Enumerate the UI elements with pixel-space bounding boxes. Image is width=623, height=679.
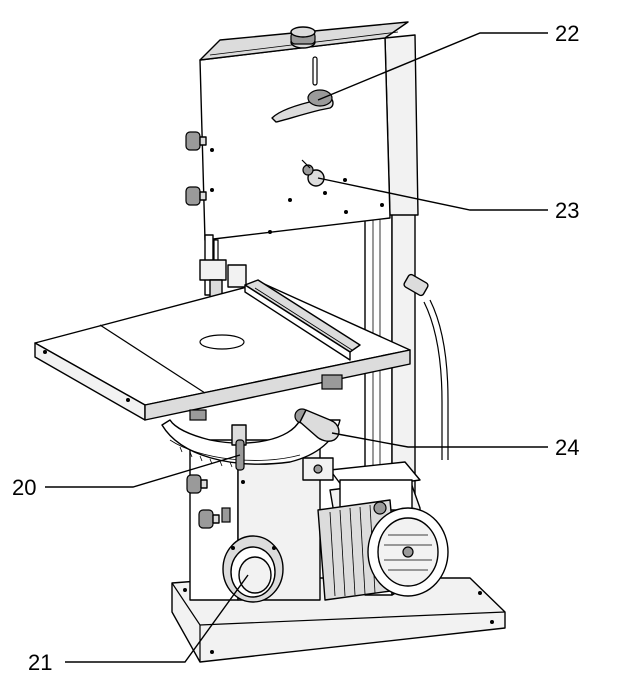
- power-cable: [403, 273, 449, 460]
- callout-23: 23: [555, 198, 579, 223]
- leader-lines: [45, 32, 548, 663]
- leader-20: [45, 454, 241, 488]
- leader-22: [317, 32, 548, 101]
- callout-labels: 22 23 24 20 21: [12, 21, 579, 675]
- callout-20: 20: [12, 475, 36, 500]
- callout-24: 24: [555, 435, 579, 460]
- blade-tension-knob: [290, 26, 316, 49]
- tilt-lock-lever: [231, 424, 247, 471]
- housing-knob-lower: [185, 186, 207, 206]
- rip-fence: [244, 279, 361, 361]
- upper-wheel-housing: [199, 21, 419, 241]
- cabinet-knob-upper: [186, 474, 208, 494]
- blade-guide-post: [199, 234, 247, 336]
- leader-24: [331, 432, 548, 448]
- work-table: [34, 282, 411, 421]
- cabinet-knob-lower: [198, 509, 220, 529]
- callout-22: 22: [555, 21, 579, 46]
- dust-extraction-port: [222, 535, 284, 603]
- housing-knob-upper: [185, 131, 207, 151]
- table-trunnion: [161, 374, 343, 468]
- quick-release-lever: [271, 89, 334, 123]
- switch-block: [302, 457, 334, 481]
- motor: [317, 461, 449, 601]
- table-tilt-handle: [294, 408, 340, 442]
- leader-21: [65, 574, 249, 663]
- callout-21: 21: [28, 650, 52, 675]
- leader-23: [317, 177, 548, 211]
- tracking-adjust-knob: [301, 159, 325, 187]
- tension-indicator-slot: [312, 56, 318, 86]
